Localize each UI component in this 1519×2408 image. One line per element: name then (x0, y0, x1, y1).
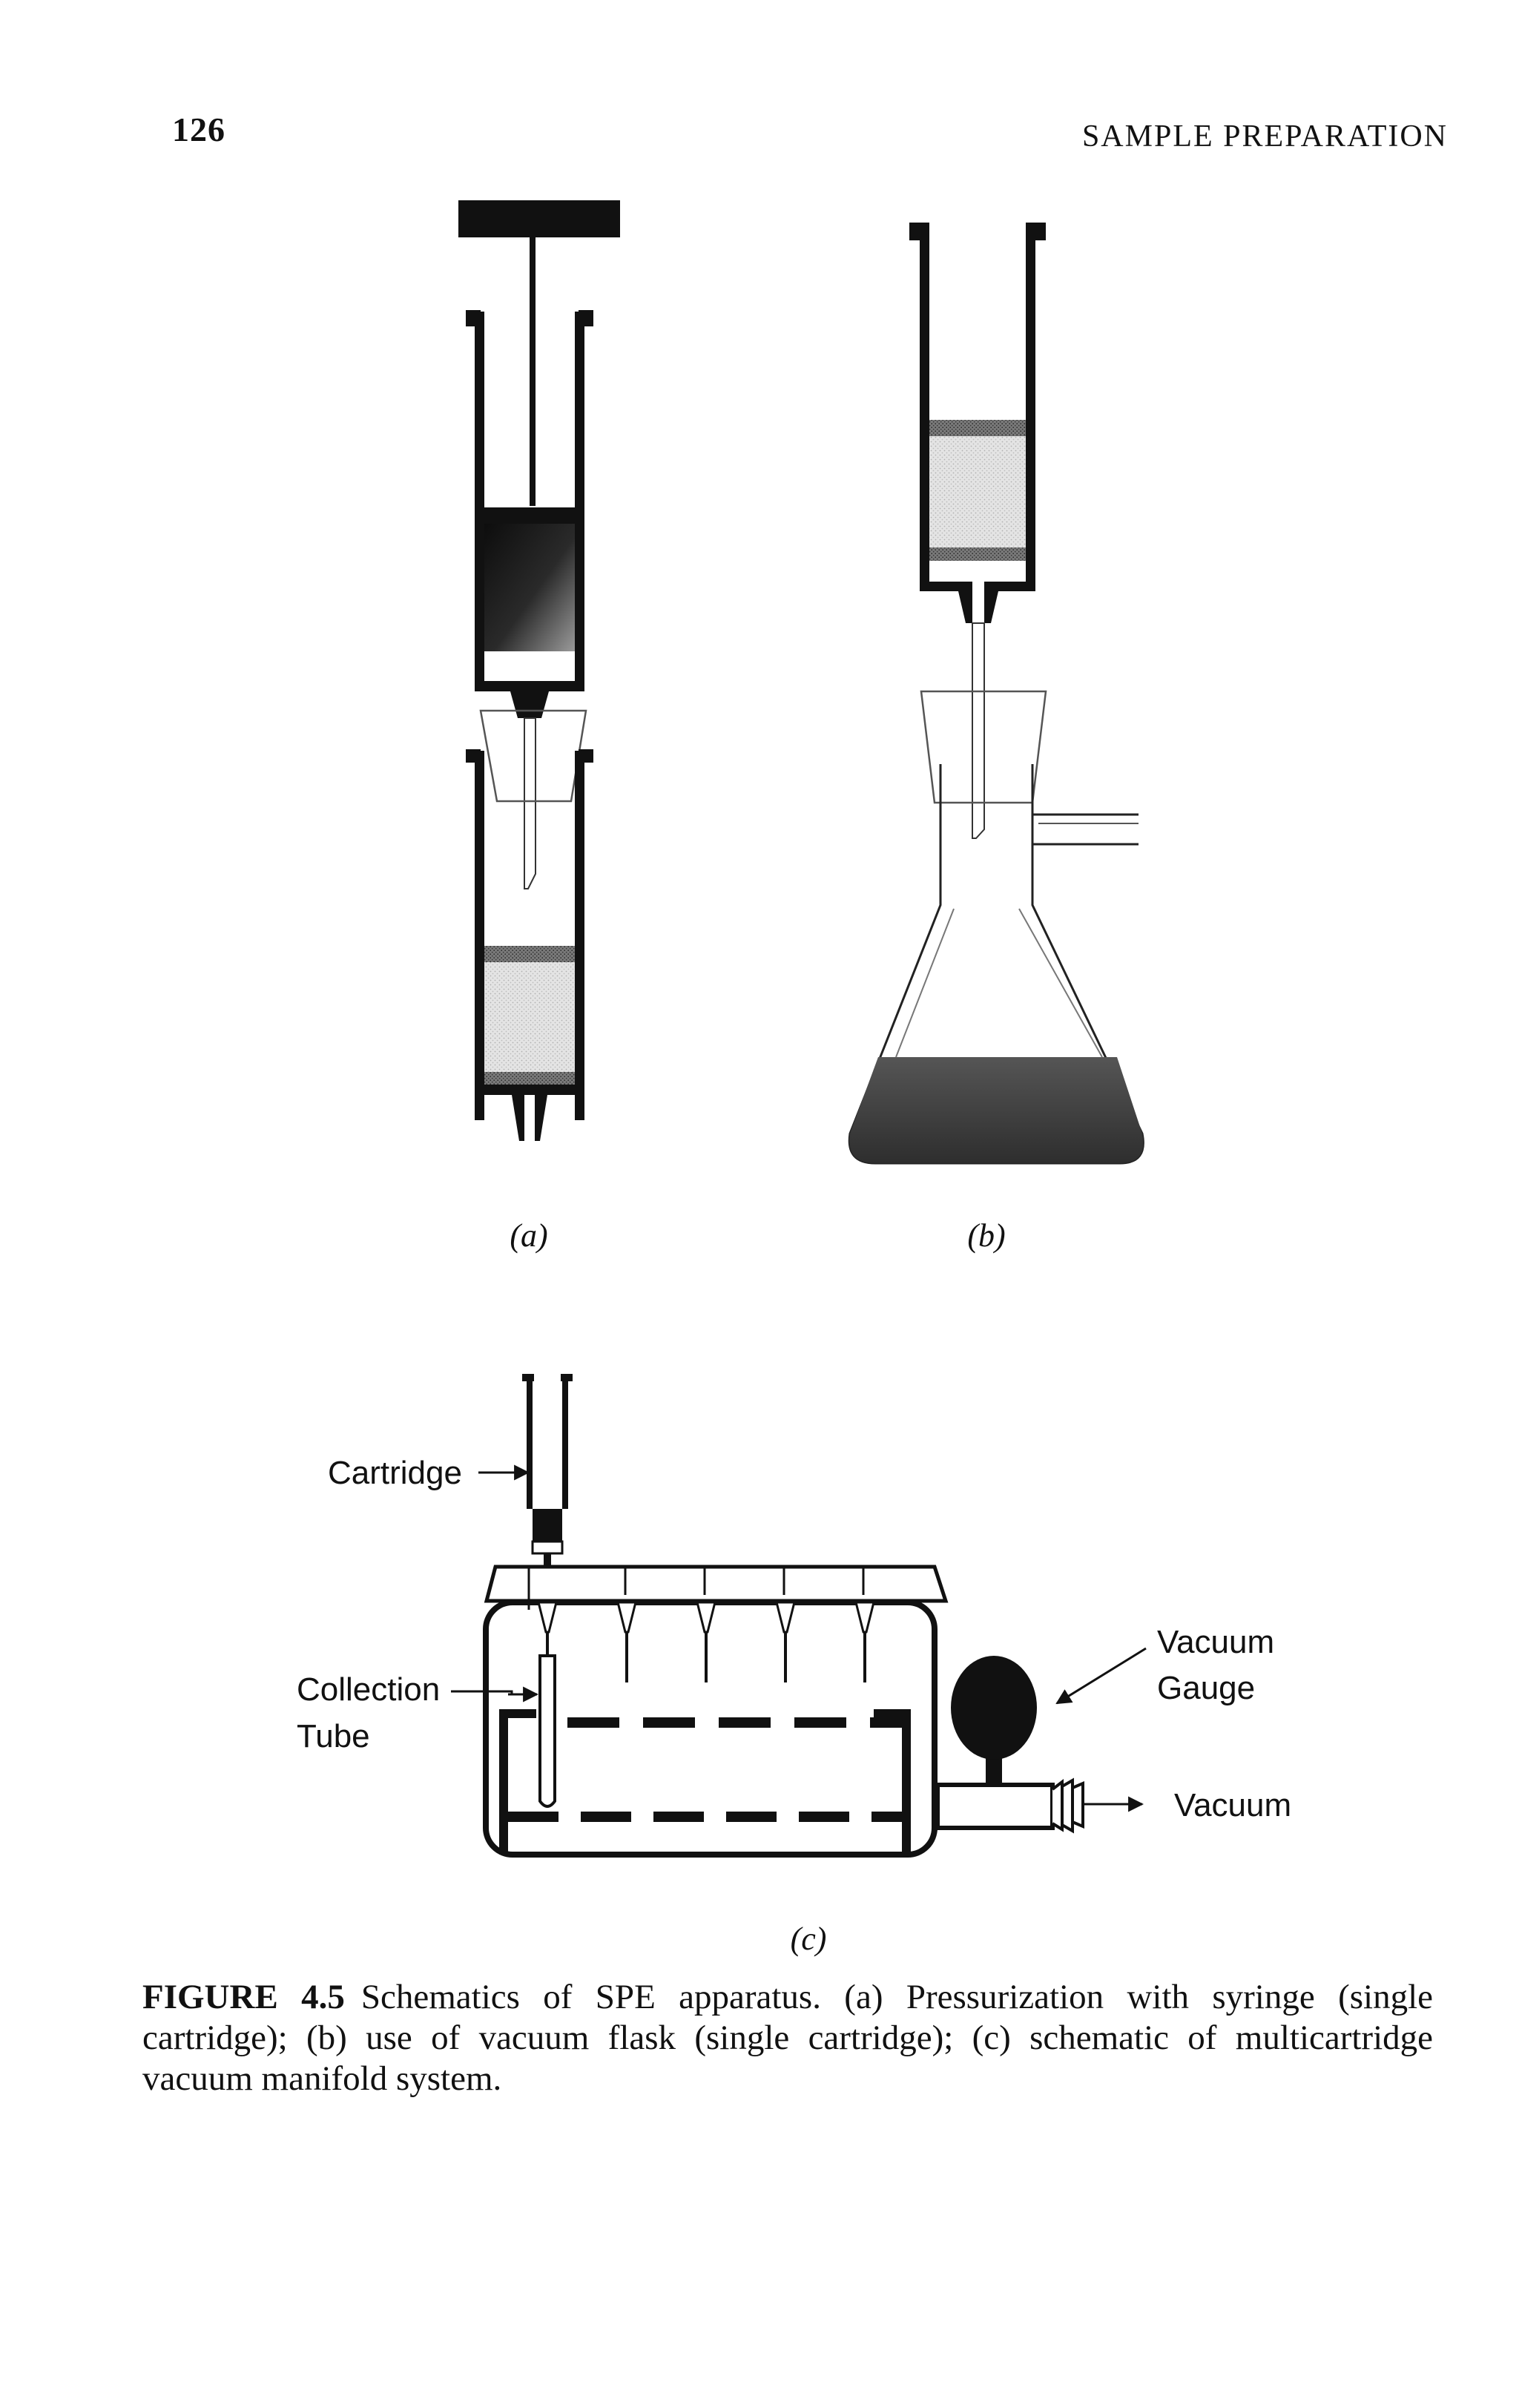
vacuum-outlet (935, 1783, 1055, 1830)
sorbent-bed-b (929, 436, 1026, 547)
collection-tube-callout-line1: Collection (297, 1671, 440, 1708)
flask-side-arm (1032, 813, 1139, 846)
vacuum-gauge (951, 1656, 1037, 1760)
hose-barb (1051, 1777, 1084, 1834)
manifold-lid (484, 1565, 949, 1603)
plunger-head (484, 524, 575, 651)
vacuum-gauge-callout-line2: Gauge (1157, 1670, 1255, 1706)
cartridge-callout: Cartridge (328, 1455, 462, 1491)
spe-cartridge-b (909, 223, 1046, 623)
sorbent-bed (484, 962, 575, 1072)
syringe-needle (524, 717, 536, 889)
panel-a-label: (a) (510, 1217, 547, 1254)
cartridge-adapter (479, 709, 587, 803)
plunger-handle (458, 200, 620, 237)
running-section-title: SAMPLE PREPARATION (1081, 119, 1448, 154)
vacuum-gauge-callout-line1: Vacuum (1157, 1624, 1274, 1660)
tube-rack (499, 1709, 911, 1855)
syringe-tip (510, 691, 549, 718)
panel-c-vacuum-manifold (451, 1374, 1147, 1858)
manifold-ports (527, 1567, 875, 1682)
spe-cartridge (466, 749, 593, 1141)
collected-eluate (849, 1057, 1144, 1163)
panel-a-syringe-apparatus (458, 200, 620, 1141)
page-number: 126 (172, 111, 225, 148)
figure-caption-text: Schematics of SPE apparatus. (a) Pressur… (142, 1978, 1433, 2098)
delivery-tube (972, 622, 985, 839)
manifold-cartridge (522, 1374, 573, 1583)
panel-b-label: (b) (967, 1217, 1005, 1254)
panel-b-vacuum-flask-apparatus (848, 223, 1144, 1165)
figure-label: FIGURE 4.5 (142, 1978, 345, 2016)
syringe-barrel (466, 310, 593, 691)
vacuum-callout: Vacuum (1174, 1787, 1291, 1823)
collection-tube (538, 1654, 556, 1808)
plunger-rod (530, 237, 536, 506)
panel-c-label: (c) (791, 1921, 827, 1957)
collection-tube-callout-line2: Tube (297, 1718, 370, 1754)
